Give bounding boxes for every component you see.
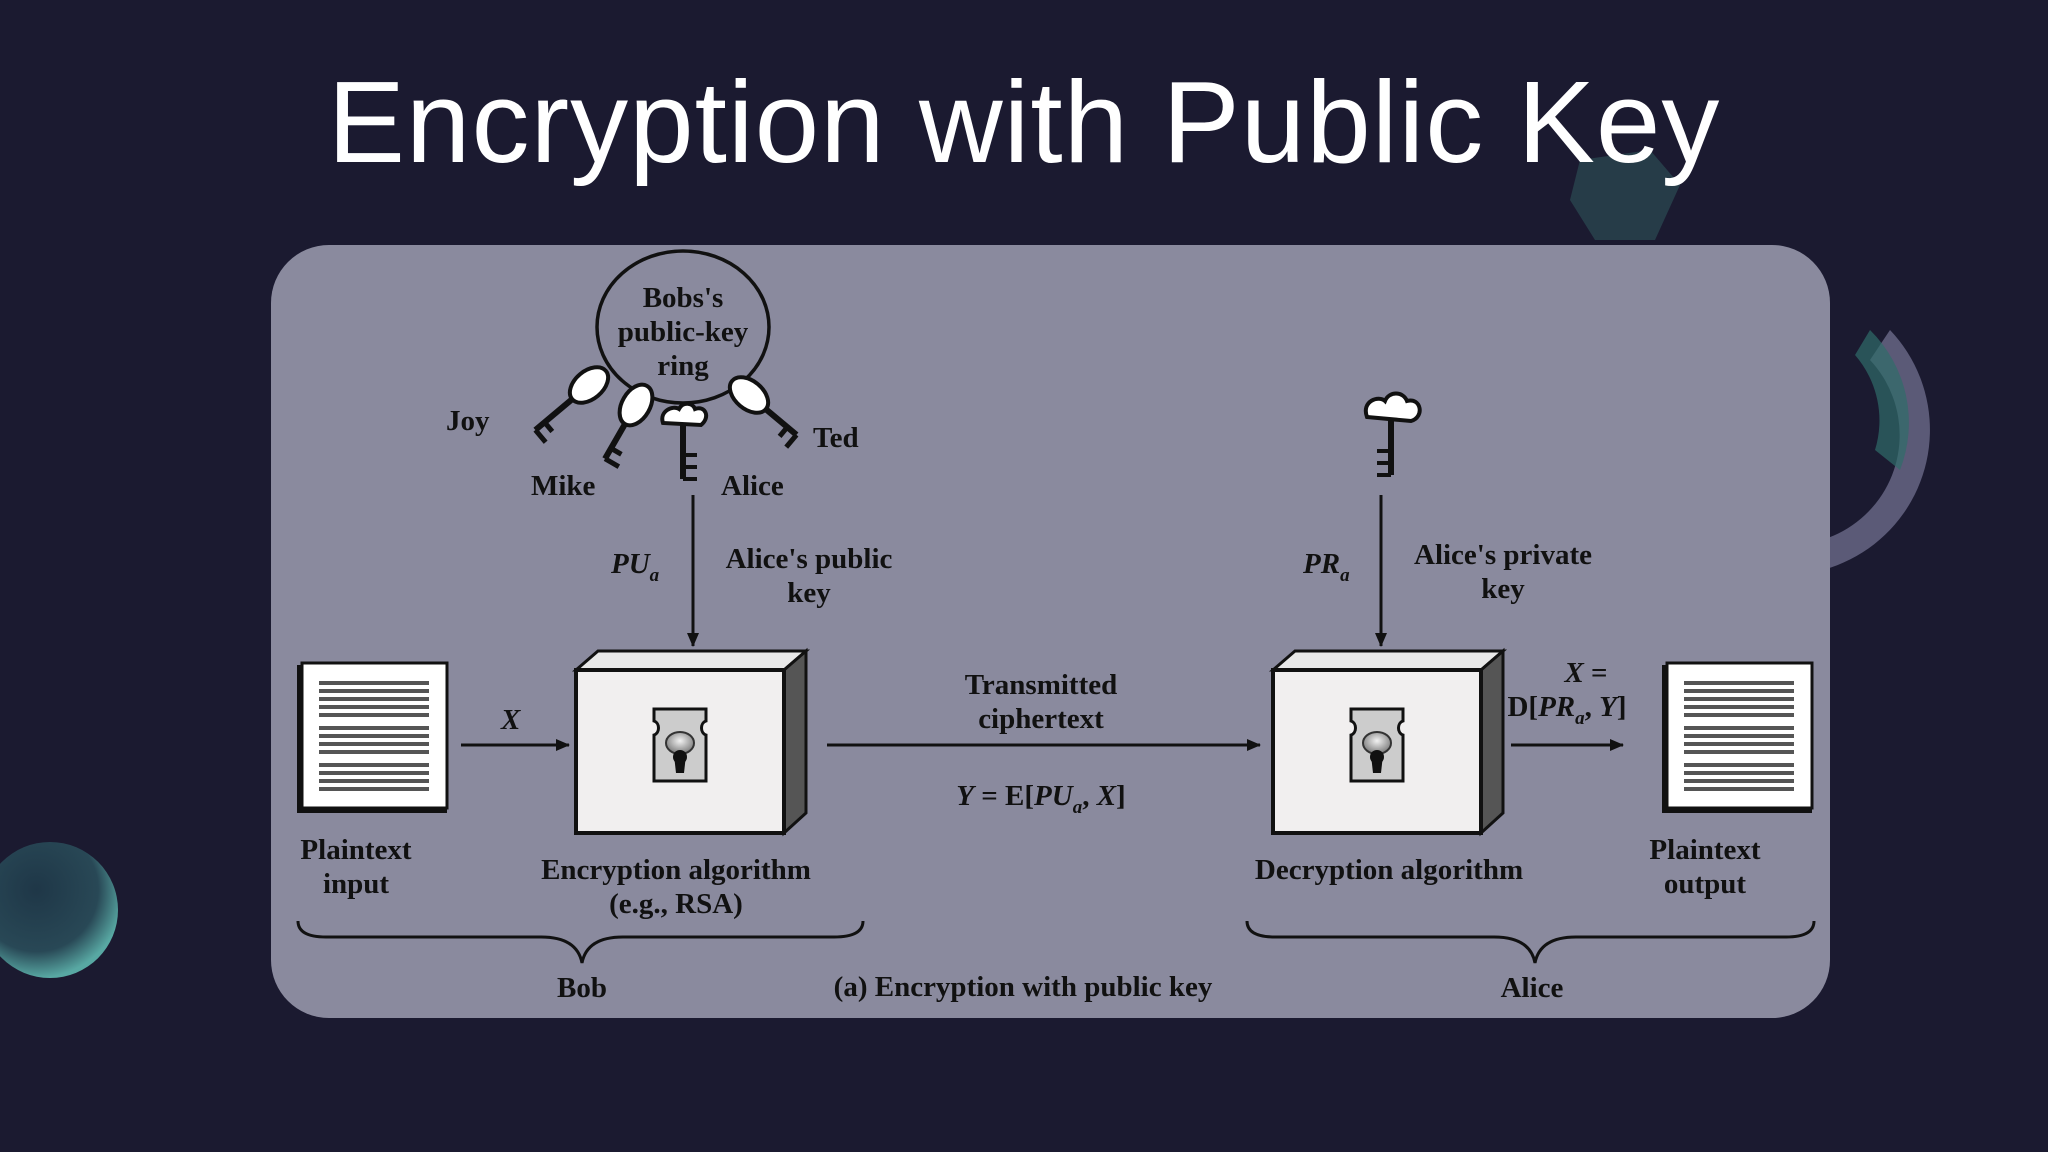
decryption-box xyxy=(1268,647,1508,837)
private-key-icon xyxy=(1363,391,1422,477)
plaintext-output-document-icon xyxy=(1662,661,1814,813)
slide-title: Encryption with Public Key xyxy=(327,57,1721,187)
input-arrow-label: X xyxy=(500,704,521,736)
diagram-caption: (a) Encryption with public key xyxy=(834,971,1213,1003)
ted-key-icon xyxy=(727,375,799,449)
plaintext-input-label-2: input xyxy=(323,868,389,900)
bob-brace-label: Bob xyxy=(557,972,607,1004)
alice-key-label: Alice xyxy=(721,470,784,502)
decryption-label: Decryption algorithm xyxy=(1255,854,1523,886)
transmit-equation: Y = E[PUa, X] xyxy=(956,780,1125,818)
encryption-label-2: (e.g., RSA) xyxy=(609,888,743,920)
private-key-label-1: Alice's private xyxy=(1414,539,1592,571)
plaintext-input-document-icon xyxy=(297,661,449,813)
public-key-symbol: PUa xyxy=(610,548,660,586)
private-key-symbol: PRa xyxy=(1302,548,1350,586)
alice-brace-label: Alice xyxy=(1501,972,1564,1004)
encryption-diagram: Bobs's public-key ring Joy Mike Alice Te… xyxy=(296,249,1816,1004)
mike-key-icon xyxy=(602,382,655,469)
joy-key-label: Joy xyxy=(446,405,490,437)
ted-key-label: Ted xyxy=(813,422,859,454)
transmit-label-2: ciphertext xyxy=(978,703,1104,735)
plaintext-output-label-1: Plaintext xyxy=(1649,834,1760,866)
decryption-lock-icon xyxy=(1349,707,1405,783)
diagram-panel: Bobs's public-key ring Joy Mike Alice Te… xyxy=(271,245,1830,1018)
keyring-label-2: public-key xyxy=(618,316,749,348)
keyring-label-1: Bobs's xyxy=(643,282,724,314)
private-key-label-2: key xyxy=(1481,573,1525,605)
transmit-label-1: Transmitted xyxy=(965,669,1118,701)
alice-brace xyxy=(1245,920,1816,964)
public-key-label-1: Alice's public xyxy=(726,543,893,575)
decrypt-equation-line2: D[PRa, Y] xyxy=(1507,691,1626,729)
keyring-label-3: ring xyxy=(657,350,709,382)
decrypt-equation-line1: X = xyxy=(1563,657,1607,689)
encryption-label-1: Encryption algorithm xyxy=(541,854,811,886)
plaintext-output-label-2: output xyxy=(1664,868,1747,900)
alice-key-icon xyxy=(660,401,709,481)
mike-key-label: Mike xyxy=(531,470,596,502)
bob-brace xyxy=(296,920,865,964)
decor-bubble xyxy=(0,840,120,980)
joy-key-icon xyxy=(533,365,611,444)
plaintext-input-label-1: Plaintext xyxy=(300,834,411,866)
public-key-label-2: key xyxy=(787,577,831,609)
encryption-lock-icon xyxy=(652,707,708,783)
